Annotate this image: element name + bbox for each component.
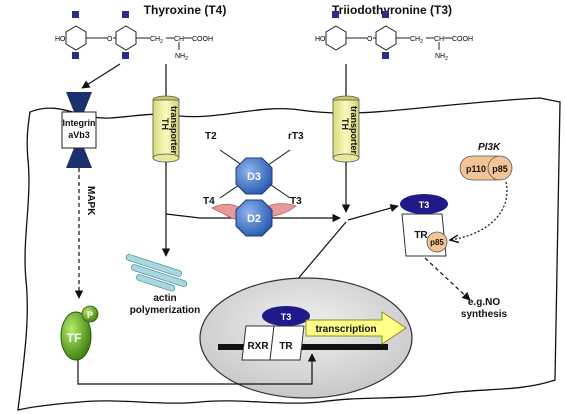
svg-text:transporter: transporter bbox=[169, 106, 179, 155]
iodine-marker bbox=[72, 11, 79, 18]
svg-text:p85: p85 bbox=[492, 164, 508, 174]
svg-text:TF: TF bbox=[67, 331, 82, 345]
cooh-label: COOH bbox=[452, 36, 473, 43]
arrow-to-receptor bbox=[347, 203, 399, 221]
iodine-marker bbox=[122, 52, 129, 59]
nh2-label: NH2 bbox=[435, 53, 448, 62]
ch-label: CH bbox=[174, 36, 184, 43]
d2-enzyme: D2 bbox=[235, 199, 273, 237]
svg-text:D3: D3 bbox=[247, 171, 261, 183]
nucleus: RXR TR T3 transcription bbox=[199, 277, 413, 399]
o-label: O bbox=[367, 36, 373, 43]
benzene-ring bbox=[115, 25, 137, 51]
iodine-marker bbox=[382, 52, 389, 59]
arrow-to-convergence bbox=[165, 213, 341, 223]
transcription-factor: TF P bbox=[60, 305, 99, 361]
svg-text:TH: TH bbox=[340, 118, 350, 130]
t4-structure: Thyroxine (T4) HO O CH2 CH COOH NH2 bbox=[55, 3, 226, 62]
nh2-label: NH2 bbox=[175, 53, 188, 62]
benzene-ring bbox=[65, 25, 87, 51]
mapk-label: MAPK bbox=[85, 186, 96, 216]
cooh-label: COOH bbox=[192, 36, 213, 43]
pi3k-complex: p110 p85 bbox=[459, 155, 513, 181]
ho-label: HO bbox=[315, 36, 326, 43]
ch-label: CH bbox=[434, 36, 444, 43]
integrin-upper bbox=[66, 92, 92, 112]
t4-title: Thyroxine (T4) bbox=[144, 3, 227, 17]
no-synthesis-arrow bbox=[424, 257, 471, 301]
actin-filaments bbox=[125, 254, 188, 292]
svg-text:aVb3: aVb3 bbox=[68, 130, 90, 140]
iodine-marker bbox=[332, 11, 339, 18]
svg-text:transcription: transcription bbox=[315, 324, 376, 335]
t3-title: Triiodothyronine (T3) bbox=[332, 3, 452, 17]
tf-to-dna-arrow bbox=[77, 353, 317, 385]
integrin-receptor: Integrin aVb3 bbox=[61, 92, 97, 168]
p85-subunit bbox=[487, 155, 513, 181]
th-transporter-right: TH transporter bbox=[332, 95, 360, 163]
ch2-label: CH2 bbox=[150, 36, 163, 45]
cytoplasmic-tr-complex: TR T3 p85 bbox=[400, 194, 448, 257]
svg-text:Integrin: Integrin bbox=[63, 118, 96, 128]
integrin-lower bbox=[66, 148, 92, 168]
transcription-arrow bbox=[305, 311, 407, 345]
pi3k-arrow bbox=[450, 181, 508, 240]
tr-nuclear-box bbox=[269, 325, 305, 361]
ho-label: HO bbox=[55, 36, 66, 43]
t3-label: T3 bbox=[290, 196, 302, 207]
cell-membrane bbox=[17, 97, 561, 411]
t3-nuclear-oval bbox=[262, 306, 310, 326]
actin-label-1: actin bbox=[153, 293, 176, 304]
t4-label: T4 bbox=[203, 196, 215, 207]
svg-text:transporter: transporter bbox=[349, 106, 359, 155]
phospho-group bbox=[81, 305, 99, 323]
no-label-1: e.g.NO bbox=[468, 297, 500, 308]
svg-text:D2: D2 bbox=[247, 213, 261, 225]
iodine-marker bbox=[382, 11, 389, 18]
svg-text:P: P bbox=[87, 310, 93, 320]
pi3k-label: PI3K bbox=[478, 142, 501, 153]
iodine-marker bbox=[72, 52, 79, 59]
t3-oval bbox=[400, 194, 448, 214]
o-label: O bbox=[107, 36, 113, 43]
dna-strand bbox=[218, 344, 388, 350]
svg-text:TH: TH bbox=[160, 118, 170, 130]
t3-structure: Triiodothyronine (T3) HO O CH2 CH COOH N… bbox=[315, 3, 473, 62]
svg-text:TR: TR bbox=[414, 230, 428, 241]
svg-text:T3: T3 bbox=[281, 312, 292, 322]
th-transporter-left: TH transporter bbox=[152, 95, 180, 163]
svg-text:TR: TR bbox=[279, 341, 293, 352]
benzene-ring bbox=[375, 25, 397, 51]
t2-label: T2 bbox=[205, 131, 217, 142]
no-label-2: synthesis bbox=[461, 309, 508, 320]
p85-bound bbox=[426, 231, 448, 253]
actin-label-2: polymerization bbox=[130, 305, 201, 316]
d3-enzyme: D3 bbox=[235, 157, 273, 195]
iodine-marker bbox=[122, 11, 129, 18]
svg-text:p85: p85 bbox=[430, 238, 444, 247]
benzene-ring bbox=[325, 25, 347, 51]
integrin-box bbox=[61, 111, 97, 149]
svg-text:p110: p110 bbox=[466, 164, 486, 174]
arrow-t4-integrin bbox=[81, 63, 121, 89]
svg-text:RXR: RXR bbox=[247, 341, 269, 352]
ch2-label: CH2 bbox=[410, 36, 423, 45]
svg-text:T3: T3 bbox=[419, 200, 430, 210]
rt3-label: rT3 bbox=[288, 131, 304, 142]
